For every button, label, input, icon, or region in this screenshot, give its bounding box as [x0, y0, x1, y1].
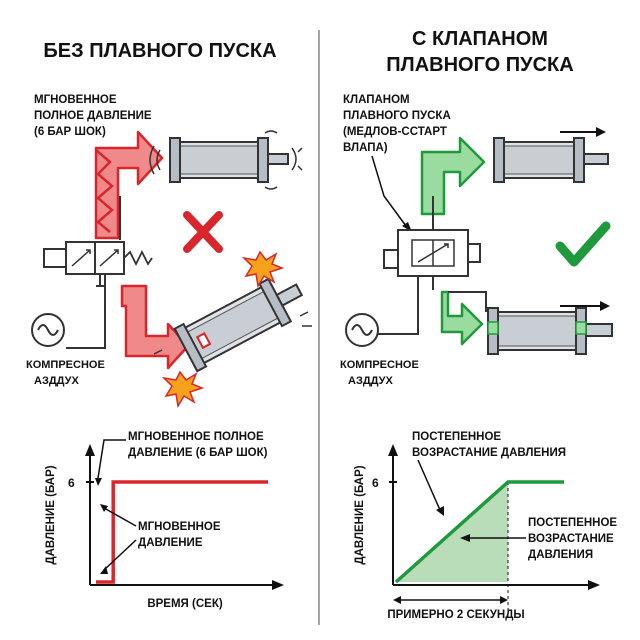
chart-left-xlabel: ВРЕМЯ (СЕК) — [147, 598, 223, 610]
chart-left-note-mid-line2: ДАВЛЕНИЕ — [138, 537, 203, 549]
chart-left: 6 ДАВЛЕНИЕ (БАР) ВРЕМЯ (СЕК) МГНОВЕННОЕ … — [45, 431, 284, 610]
supply-line-left — [66, 274, 106, 349]
red-cross-icon — [183, 211, 223, 253]
chart-right-note-mid-line2: ВОЗРАСТАНИЕ — [528, 533, 614, 545]
chart-right-note-mid-line1: ПОСТЕПЕННОЕ — [528, 517, 617, 529]
right-title-line2: ПЛАВНОГО ПУСКА — [386, 54, 573, 76]
chart-right-pressure-line — [394, 480, 564, 584]
instant-label-line3: (6 БАР ШОК) — [34, 126, 106, 138]
air-label-right-line1: КОМПРЕСНОЕ — [340, 359, 419, 371]
left-title: БЕЗ ПЛАВНОГО ПУСКА — [43, 40, 276, 62]
chart-left-note-top-line1: МГНОВЕННОЕ ПОЛНОЕ — [128, 431, 264, 443]
chart-right-note-mid-line3: ДАВЛЕНИЯ — [528, 549, 593, 561]
air-label-left-line2: АЗДДУХ — [34, 375, 79, 387]
chart-right-ylabel: ДАВЛЕНИЕ (БАР) — [354, 465, 366, 564]
soft-start-valve — [383, 196, 481, 290]
shock-arrow-top — [94, 130, 164, 240]
valve-left — [43, 196, 153, 287]
cylinder-bottom-right — [487, 301, 613, 355]
right-title-line1: С КЛАПАНОМ — [412, 28, 548, 50]
valve-label-line1: КЛАПАНОМ — [343, 94, 410, 106]
ac-source-icon-right — [345, 313, 379, 347]
chart-right-y-tick-6: 6 — [372, 476, 379, 490]
chart-left-note-mid-line1: МГНОВЕННОЕ — [138, 521, 221, 533]
duration-label: ПРИМЕРНО 2 СЕКУНДЫ — [387, 609, 524, 621]
chart-right: 6 ДАВЛЕНИЕ (БАР) ПОСТЕПЕННОЕ ВОЗРАСТАНИЕ… — [354, 431, 617, 621]
soft-arrow-top — [420, 136, 486, 216]
valve-label-line4: ВЛАПА) — [343, 142, 388, 154]
cylinder-top-right — [493, 127, 609, 183]
chart-left-pressure-line — [96, 480, 268, 584]
chart-left-ylabel: ДАВЛЕНИЕ (БАР) — [45, 465, 57, 564]
chart-right-note-top-line2: ВОЗРАСТАНИЕ ДАВЛЕНИЯ — [412, 447, 566, 459]
green-check-icon — [555, 221, 611, 267]
instant-label-line1: МГНОВЕННОЕ — [34, 94, 117, 106]
valve-label-line2: ПЛАВНОГО ПУСКА — [343, 110, 451, 122]
chart-right-note-top-line1: ПОСТЕПЕННОЕ — [412, 431, 501, 443]
soft-arrow-bottom — [440, 290, 484, 346]
air-label-right-line2: АЗДДУХ — [348, 375, 393, 387]
cylinder-damaged — [173, 277, 304, 373]
supply-line-right — [376, 276, 419, 335]
ac-source-icon — [31, 313, 65, 347]
instant-label-line2: ПОЛНОЕ ДАВЛЕНИЕ — [34, 110, 152, 122]
impact-burst-icon — [153, 250, 312, 409]
chart-left-y-tick-6: 6 — [68, 476, 75, 490]
chart-left-note-top-line2: ДАВЛЕНИЕ (6 БАР ШОК) — [128, 447, 268, 459]
air-label-left-line1: КОМПРЕСНОЕ — [26, 359, 105, 371]
shock-arrow-bottom — [120, 284, 190, 370]
cylinder-top-left — [149, 130, 303, 190]
valve-label-leader — [371, 155, 407, 227]
valve-label-line3: (МЕДЛОВ-ССТАРТ — [343, 126, 447, 138]
